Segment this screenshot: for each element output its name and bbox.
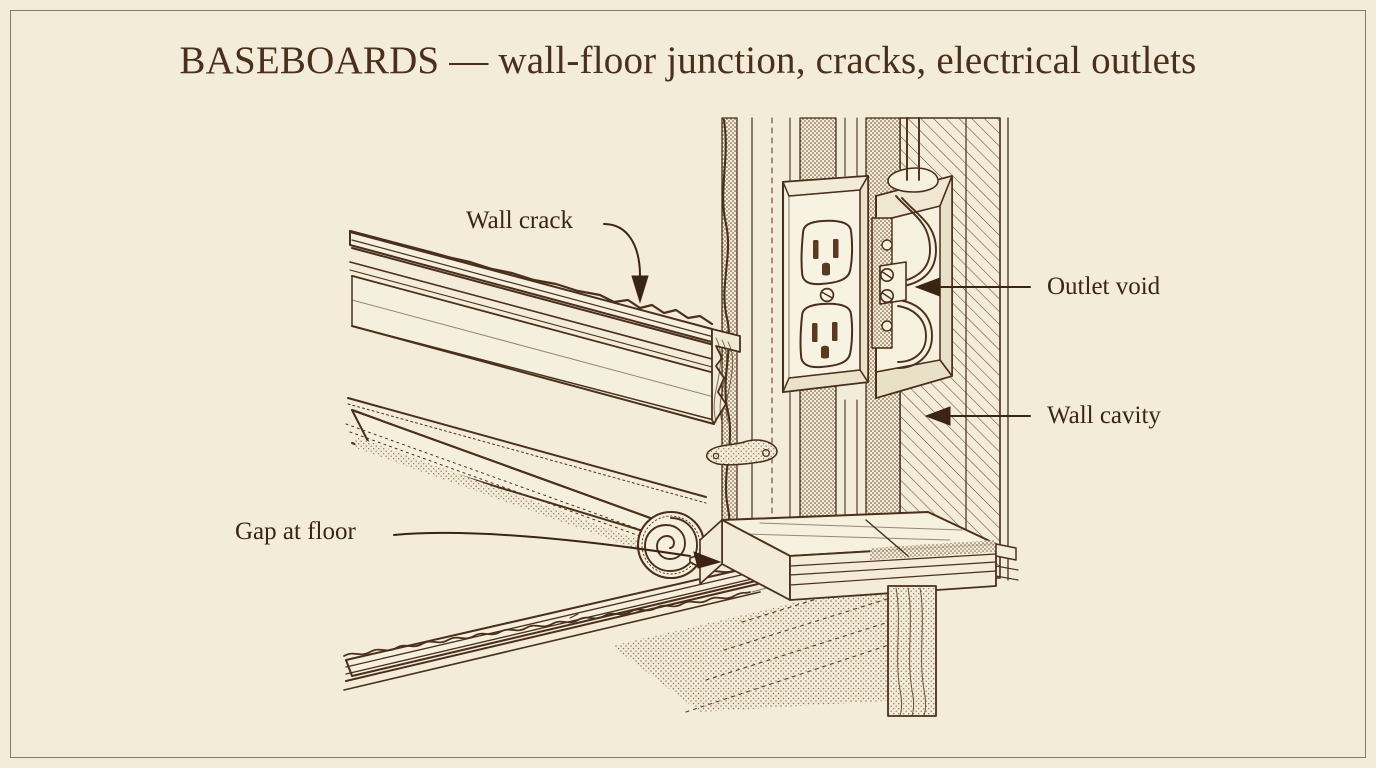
wall-crack-vertical — [722, 118, 732, 550]
wall-crack-jagged — [348, 229, 714, 326]
baseboard-end-profile — [711, 328, 741, 425]
callout-label-wall-cavity: Wall cavity — [1047, 402, 1161, 429]
floor-gap-edge — [343, 591, 751, 657]
callout-label-gap-at-floor: Gap at floor — [235, 518, 356, 545]
sole-plate-and-subfloor — [699, 511, 997, 601]
page-title: BASEBOARDS — wall-floor junction, cracks… — [179, 39, 1197, 82]
leader-gap-at-floor — [393, 531, 722, 569]
rolled-insulation — [345, 409, 738, 580]
roll-spiral-end — [636, 510, 706, 580]
callout-label-outlet-void: Outlet void — [1047, 273, 1161, 300]
duplex-receptacle — [799, 219, 854, 369]
leader-outlet-void — [914, 277, 1031, 297]
baseboard-molding — [347, 229, 741, 504]
crack-debris — [706, 439, 778, 466]
box-wiring — [871, 195, 937, 369]
wood-stud — [887, 585, 937, 717]
leader-wall-cavity — [924, 406, 1031, 426]
right-trim-tail — [995, 543, 1019, 581]
callout-label-wall-crack: Wall crack — [466, 207, 573, 234]
leader-wall-crack — [603, 223, 649, 304]
